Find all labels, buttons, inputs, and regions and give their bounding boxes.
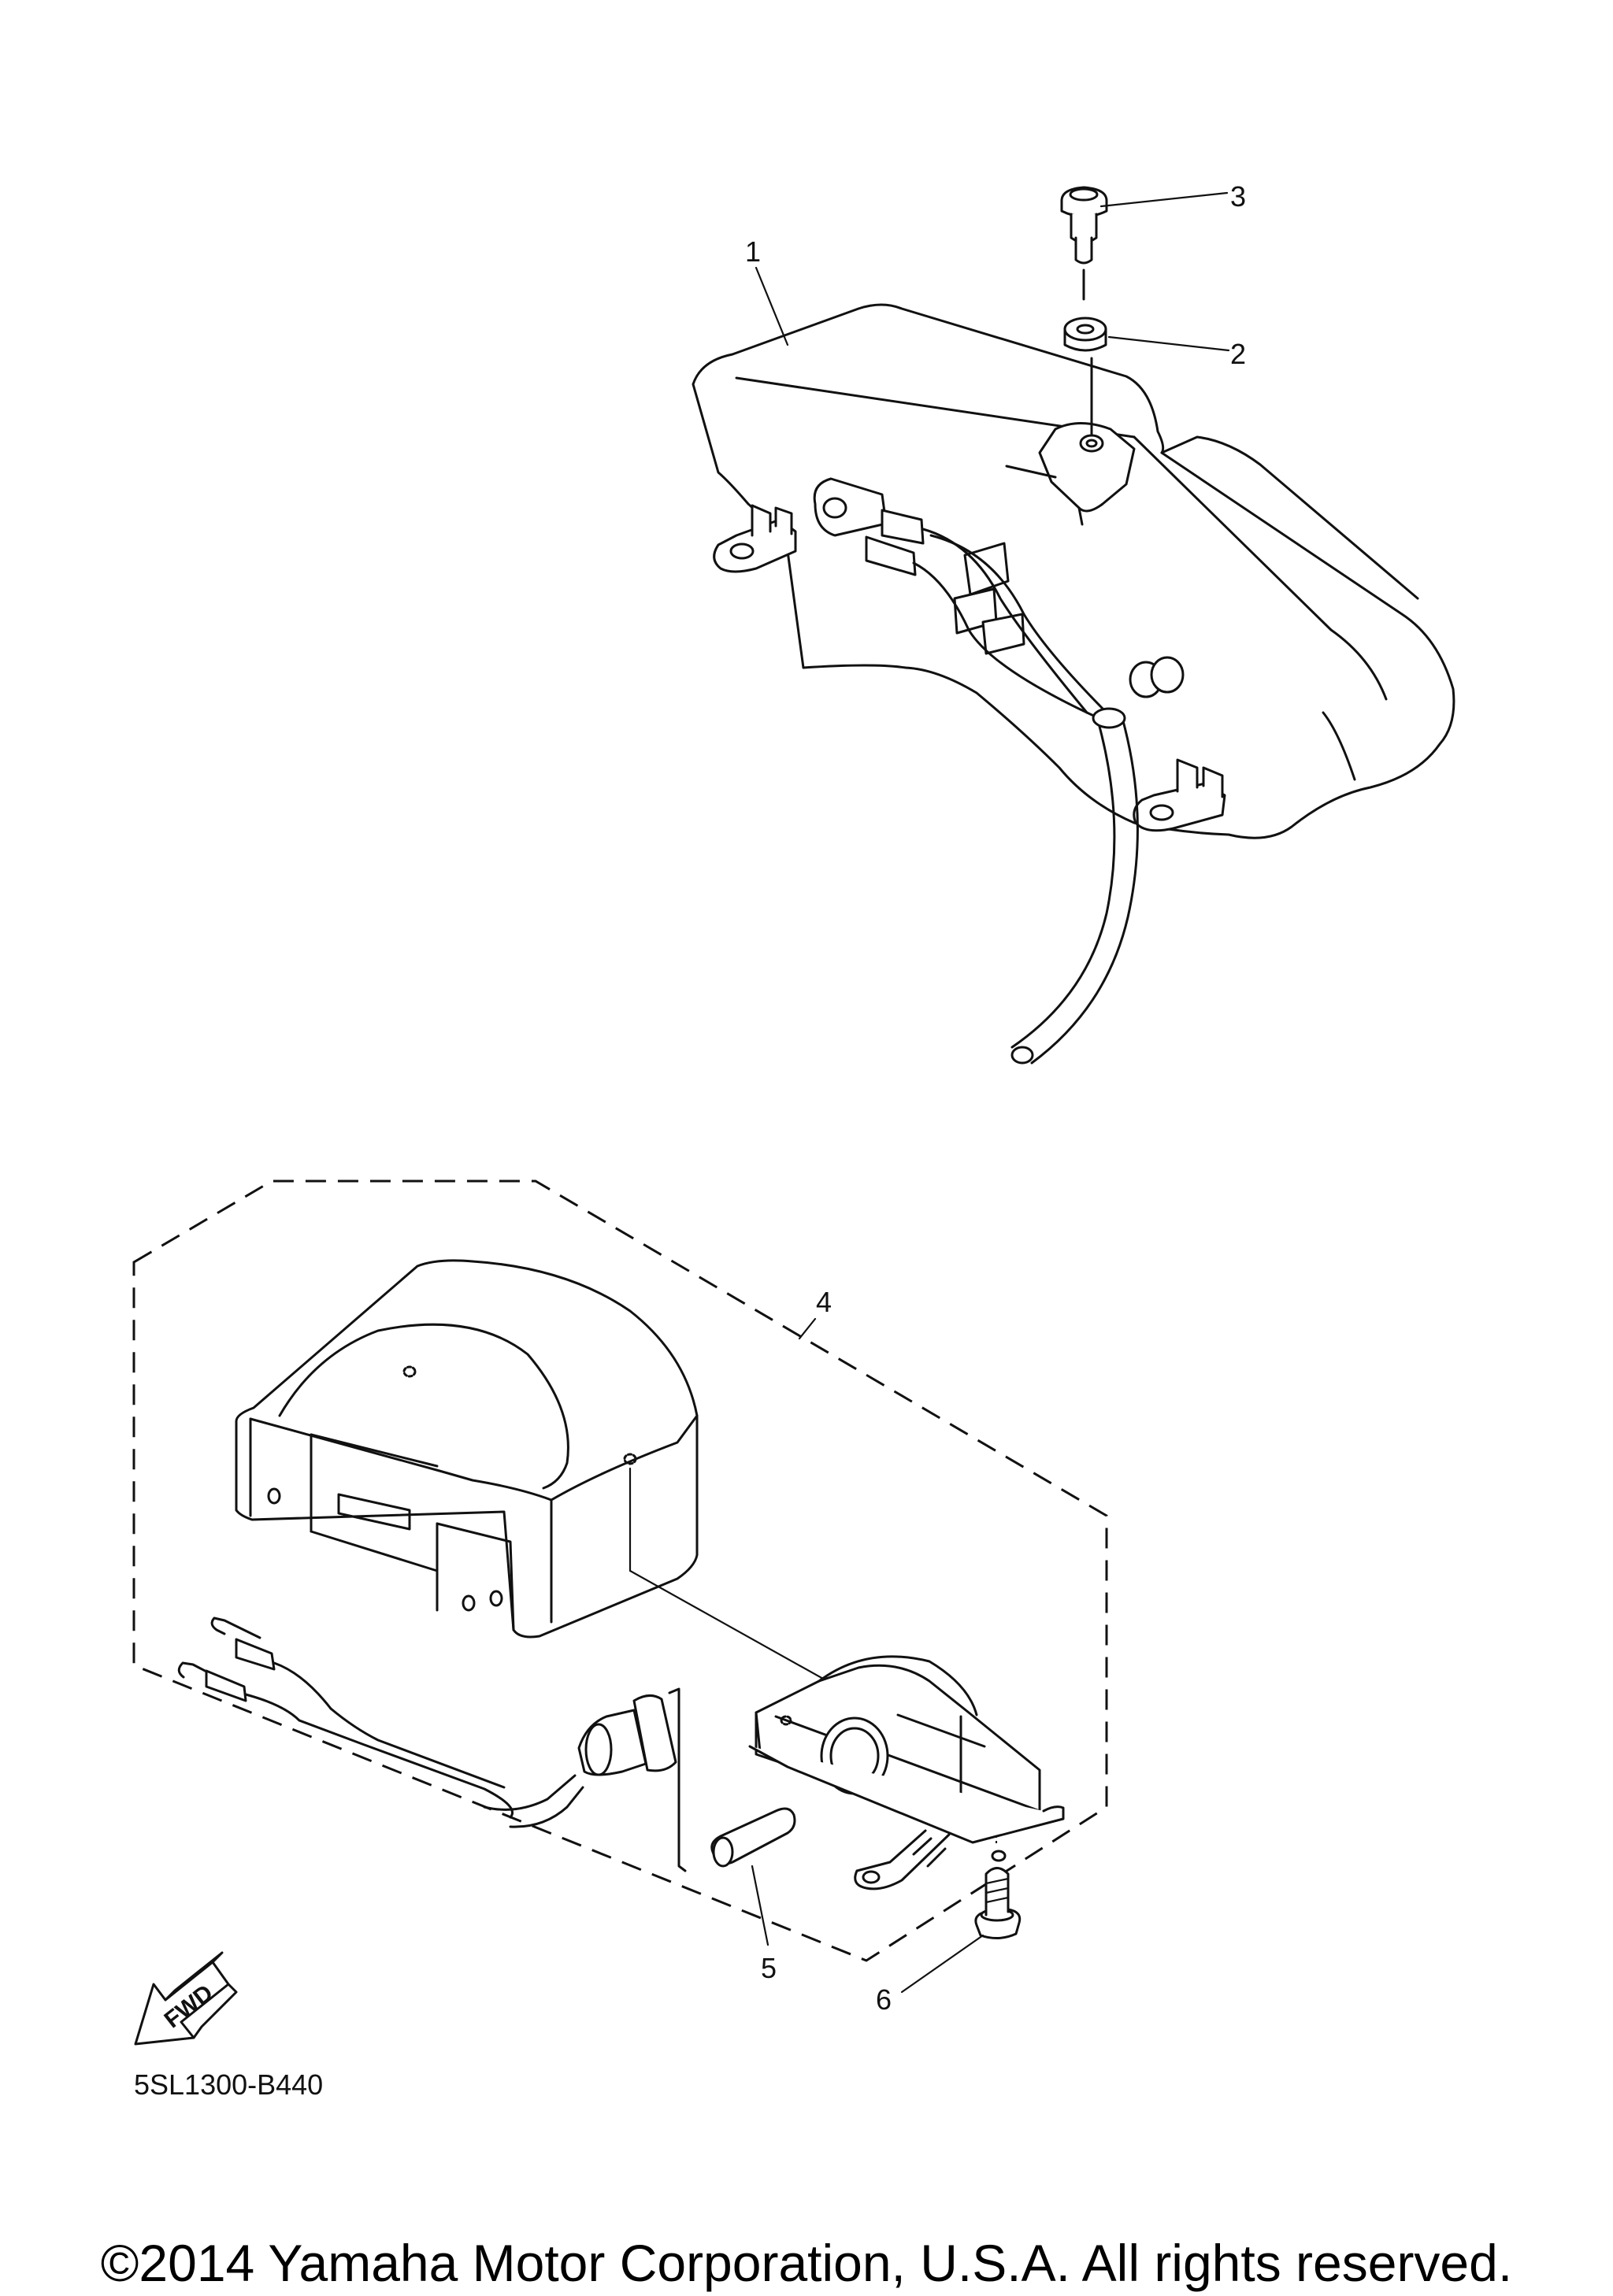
bulb-socket-base (748, 1655, 1065, 1890)
kit-dashed-outline (132, 1179, 1108, 1962)
callout-4: 4 (816, 1286, 832, 1318)
leader-plug-to-bulb (668, 1687, 687, 1872)
bulb-part-5 (710, 1807, 796, 1868)
fwd-arrow-icon: FWD (134, 1951, 238, 2046)
callout-1: 1 (745, 235, 761, 268)
leader-line-5 (751, 1865, 769, 1946)
taillight-assembly (692, 303, 1455, 1065)
drawing-code: 5SL1300-B440 (134, 2068, 323, 2101)
license-light-housing (235, 1259, 699, 1639)
leader-line-6 (900, 1934, 984, 1994)
screw-part-6 (974, 1867, 1022, 1939)
wire-harness (177, 1616, 677, 1828)
leader-line-4 (798, 1317, 817, 1340)
callout-2: 2 (1230, 338, 1246, 370)
leader-line-3 (1099, 191, 1229, 208)
callout-5: 5 (761, 1952, 777, 1984)
callout-3: 3 (1230, 180, 1246, 213)
leader-line-2 (1107, 335, 1230, 352)
copyright-notice: ©2014 Yamaha Motor Corporation, U.S.A. A… (100, 2234, 1513, 2292)
collar-part-2 (1063, 317, 1107, 352)
screw-part-3 (1060, 186, 1108, 265)
callout-6: 6 (876, 1983, 892, 2016)
leader-line-1 (755, 266, 789, 346)
